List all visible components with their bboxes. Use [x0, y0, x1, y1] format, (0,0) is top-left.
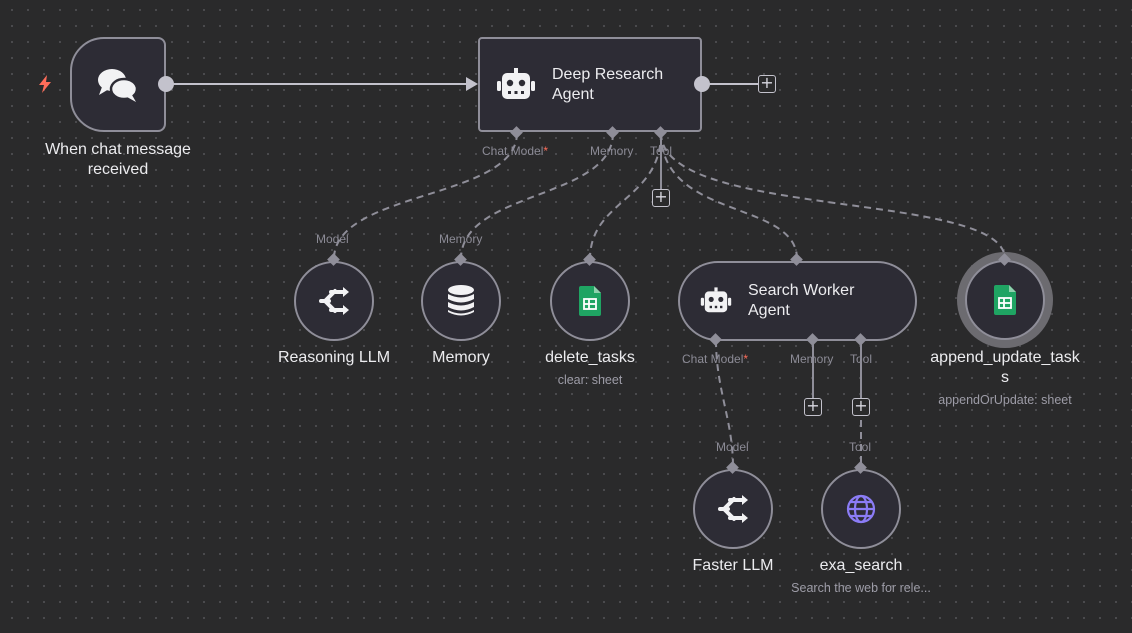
delete-tasks-subtitle: clear: sheet: [557, 373, 623, 387]
model-selector-icon: [319, 287, 349, 315]
trigger-output-handle[interactable]: [158, 76, 174, 92]
reasoning-llm-label: Reasoning LLM: [277, 349, 391, 366]
google-sheets-icon: [994, 285, 1016, 315]
robot-icon: [497, 67, 535, 99]
search-memory-port-label: Memory: [790, 352, 834, 366]
deep-research-agent-node[interactable]: Deep Research Agent: [478, 37, 702, 132]
google-sheets-icon: [579, 286, 601, 316]
delete-tasks-label: delete_tasks: [545, 349, 635, 366]
wire-memory: [460, 132, 614, 260]
wire-tool-search-agent: [660, 132, 798, 260]
memory-node[interactable]: [421, 261, 501, 341]
search-worker-agent-title: Search Worker Agent: [748, 282, 855, 319]
add-tool-button[interactable]: +: [652, 189, 670, 207]
add-memory-button[interactable]: +: [804, 398, 822, 416]
memory-port-label: Memory: [590, 144, 634, 158]
wire-tool-delete: [589, 132, 662, 260]
exa-search-subtitle: Search the web for rele...: [791, 581, 931, 595]
wire-tool-append: [660, 132, 1006, 260]
exa-search-node[interactable]: [821, 469, 901, 549]
append-update-tasks-node[interactable]: [965, 260, 1045, 340]
add-search-tool-button[interactable]: +: [852, 398, 870, 416]
tool-port-label: Tool: [650, 144, 673, 158]
faster-llm-port-label: Model: [716, 440, 749, 454]
reasoning-llm-node[interactable]: [294, 261, 374, 341]
add-next-node-button[interactable]: +: [758, 75, 776, 93]
chat-bubbles-icon: [98, 68, 139, 102]
model-selector-icon: [718, 495, 748, 523]
search-worker-agent-node[interactable]: Search Worker Agent: [678, 261, 917, 341]
delete-tasks-node[interactable]: [550, 261, 630, 341]
search-chat-model-port-label: Chat Model*: [682, 352, 749, 366]
faster-llm-node[interactable]: [693, 469, 773, 549]
reasoning-llm-port-label: Model: [316, 232, 349, 246]
append-update-tasks-label: append_update_task s: [930, 349, 1080, 386]
agent-output-handle[interactable]: [694, 76, 710, 92]
wire-search-chat-model: [715, 339, 734, 468]
memory-node-port-label: Memory: [439, 232, 483, 246]
search-tool-port-label: Tool: [850, 352, 873, 366]
connection-arrow: [466, 77, 478, 91]
robot-icon: [700, 287, 732, 313]
chat-trigger-node[interactable]: [70, 37, 166, 132]
memory-node-label: Memory: [432, 349, 490, 366]
trigger-label: When chat message received: [45, 141, 191, 178]
lightning-bolt-icon: [39, 75, 51, 93]
append-update-tasks-subtitle: appendOrUpdate: sheet: [938, 393, 1072, 407]
wire-chat-model-reasoning: [333, 132, 518, 260]
deep-research-agent-title: Deep Research Agent: [552, 65, 664, 103]
exa-search-port-label: Tool: [849, 440, 872, 454]
chat-model-port-label: Chat Model*: [482, 144, 549, 158]
database-icon: [448, 285, 474, 316]
globe-icon: [846, 494, 876, 524]
faster-llm-label: Faster LLM: [692, 557, 774, 574]
exa-search-label: exa_search: [819, 557, 903, 574]
